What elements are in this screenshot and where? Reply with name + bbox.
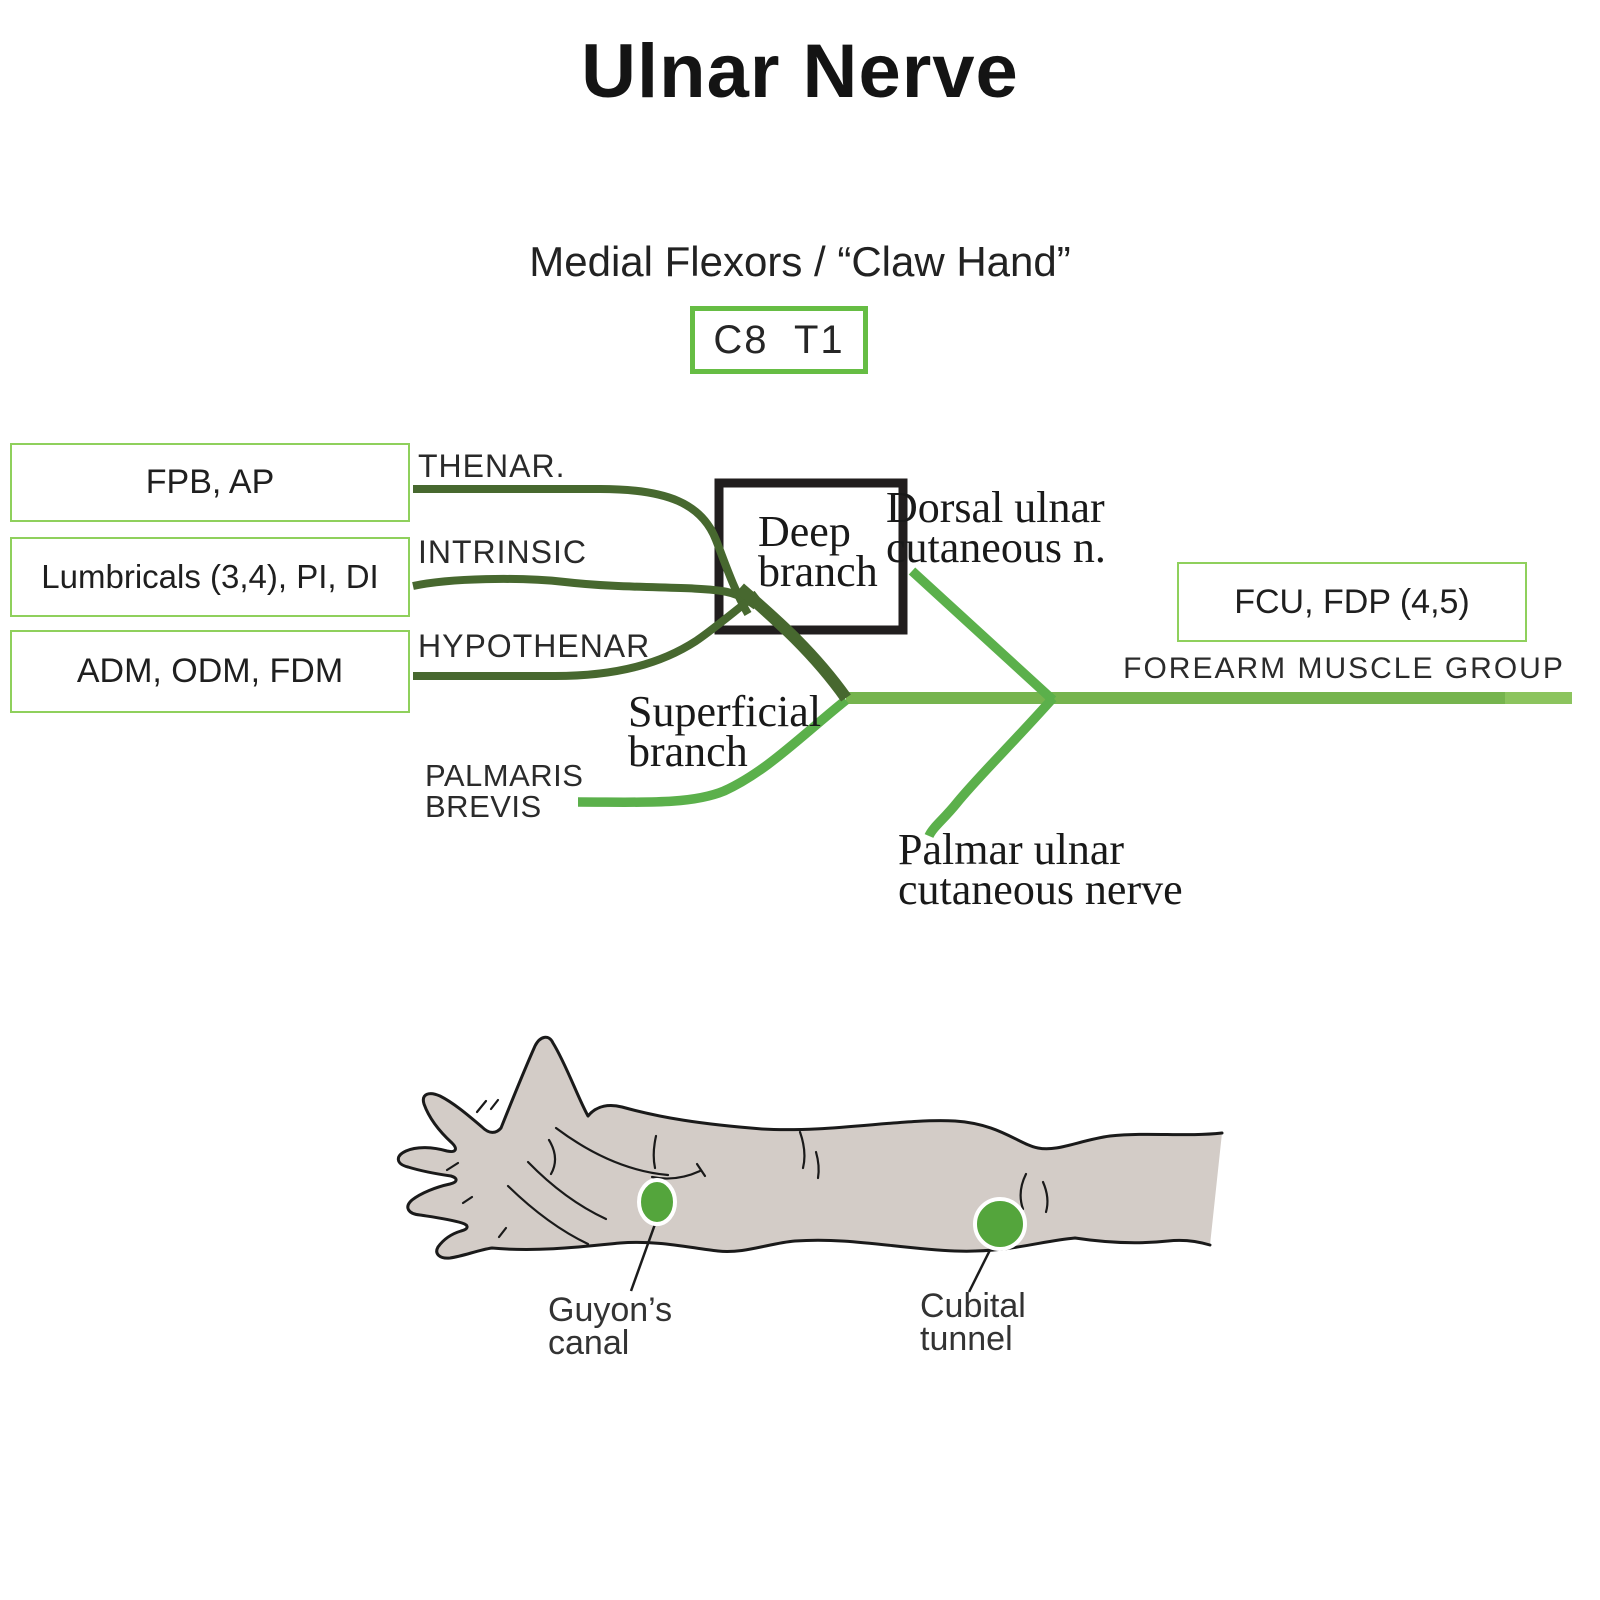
palmaris-brevis-label: PALMARIS BREVIS bbox=[425, 758, 584, 824]
page-title: Ulnar Nerve bbox=[581, 29, 1019, 114]
thenar-label: THENAR. bbox=[418, 448, 566, 484]
deep-branch-label: Deep branch bbox=[758, 507, 878, 596]
guyons-canal-dot bbox=[637, 1178, 677, 1226]
forearm-muscle-group-label: FOREARM MUSCLE GROUP bbox=[1123, 652, 1565, 685]
intrinsic-label: INTRINSIC bbox=[418, 534, 587, 570]
deep-branch-trunk-line bbox=[736, 583, 851, 702]
dorsal-ulnar-cutaneous-label: Dorsal ulnar cutaneous n. bbox=[886, 483, 1106, 572]
muscle-box-label: FPB, AP bbox=[145, 463, 275, 501]
hypothenar-nerve-line bbox=[413, 590, 760, 680]
palmar-cutaneous-line bbox=[924, 694, 1057, 839]
muscle-box-label: Lumbricals (3,4), PI, DI bbox=[41, 558, 379, 595]
cubital-tunnel-label: Cubital tunnel bbox=[920, 1287, 1026, 1359]
dorsal-cutaneous-line bbox=[908, 567, 1057, 704]
superficial-branch-label: Superficial branch bbox=[628, 687, 822, 776]
arm-silhouette bbox=[396, 1035, 1224, 1260]
elbow-crease-lines bbox=[1019, 1172, 1049, 1214]
hypothenar-label: HYPOTHENAR bbox=[418, 628, 651, 664]
hand-crease-lines bbox=[445, 1098, 820, 1246]
motor-branch-lines bbox=[412, 485, 760, 680]
forearm-muscle-box: FCU, FDP (4,5) bbox=[1177, 562, 1527, 642]
guyons-canal-label: Guyon’s canal bbox=[548, 1291, 673, 1363]
guyons-canal-leader-line bbox=[629, 1212, 661, 1292]
muscle-box-adm-odm-fdm: ADM, ODM, FDM bbox=[10, 630, 410, 713]
muscle-box-lumbricals: Lumbricals (3,4), PI, DI bbox=[10, 537, 410, 617]
thenar-nerve-line bbox=[413, 485, 752, 616]
intrinsic-nerve-line bbox=[412, 574, 759, 610]
superficial-branch-line bbox=[577, 696, 849, 808]
nerve-roots-label: C8 T1 bbox=[713, 317, 845, 362]
subtitle: Medial Flexors / “Claw Hand” bbox=[529, 238, 1071, 285]
cubital-tunnel-dot bbox=[973, 1197, 1027, 1251]
palmar-ulnar-cutaneous-label: Palmar ulnar cutaneous nerve bbox=[898, 825, 1183, 914]
muscle-box-label: ADM, ODM, FDM bbox=[76, 652, 344, 690]
arm-illustration bbox=[396, 1035, 1224, 1293]
nerve-roots-box: C8 T1 bbox=[690, 306, 868, 374]
forearm-muscle-box-label: FCU, FDP (4,5) bbox=[1234, 582, 1470, 621]
muscle-box-fpb-ap: FPB, AP bbox=[10, 443, 410, 522]
